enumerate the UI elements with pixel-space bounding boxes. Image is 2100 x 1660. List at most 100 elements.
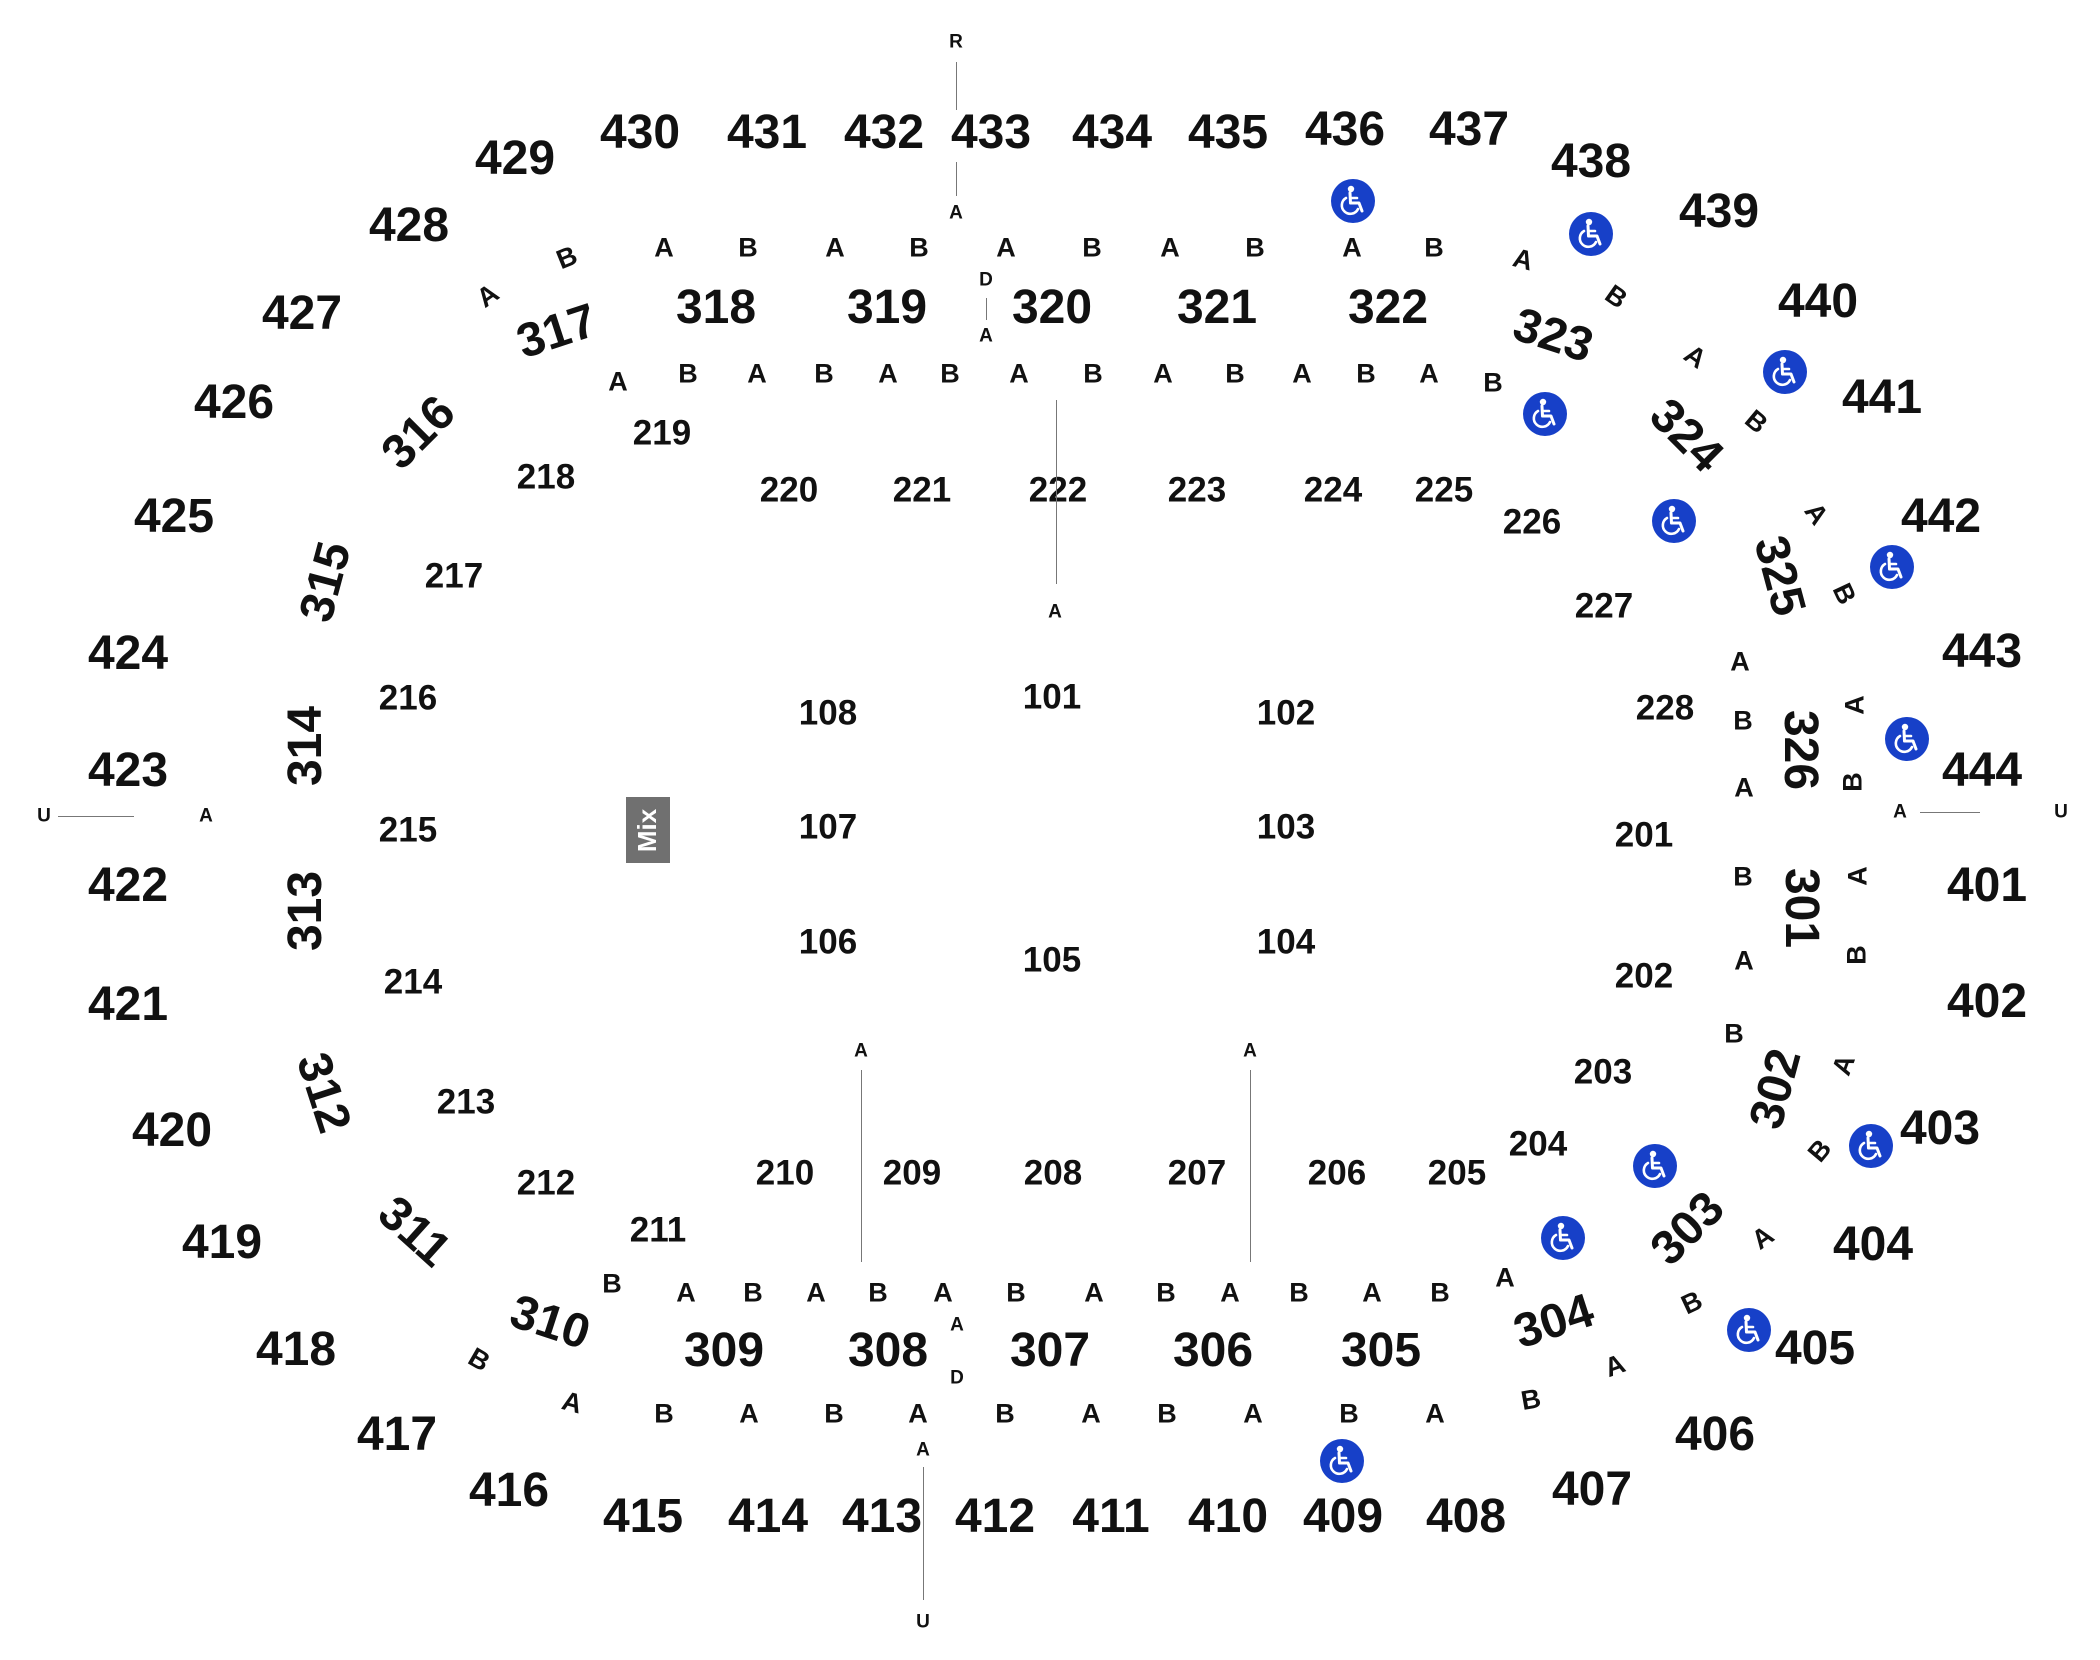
section-221[interactable]: 221 xyxy=(892,470,952,510)
section-414[interactable]: 414 xyxy=(727,1490,809,1543)
section-318[interactable]: 318 xyxy=(675,281,757,334)
section-314[interactable]: 314 xyxy=(279,705,332,787)
section-444[interactable]: 444 xyxy=(1941,744,2023,797)
section-210[interactable]: 210 xyxy=(755,1153,815,1193)
section-423[interactable]: 423 xyxy=(87,744,169,797)
section-102[interactable]: 102 xyxy=(1256,693,1316,733)
section-213[interactable]: 213 xyxy=(436,1082,496,1122)
section-417[interactable]: 417 xyxy=(356,1408,438,1461)
section-228[interactable]: 228 xyxy=(1635,688,1695,728)
section-306[interactable]: 306 xyxy=(1172,1324,1254,1377)
section-219[interactable]: 219 xyxy=(632,413,692,453)
section-325[interactable]: 325 xyxy=(1743,530,1816,622)
section-205[interactable]: 205 xyxy=(1427,1153,1487,1193)
section-324[interactable]: 324 xyxy=(1639,388,1734,483)
section-439[interactable]: 439 xyxy=(1678,185,1760,238)
section-316[interactable]: 316 xyxy=(371,385,466,480)
section-303[interactable]: 303 xyxy=(1640,1181,1735,1276)
section-404[interactable]: 404 xyxy=(1832,1218,1914,1271)
section-206[interactable]: 206 xyxy=(1307,1153,1367,1193)
section-437[interactable]: 437 xyxy=(1428,103,1510,156)
section-415[interactable]: 415 xyxy=(602,1490,684,1543)
section-406[interactable]: 406 xyxy=(1674,1408,1756,1461)
section-216[interactable]: 216 xyxy=(378,678,438,718)
section-419[interactable]: 419 xyxy=(181,1216,263,1269)
section-402[interactable]: 402 xyxy=(1946,975,2028,1028)
section-215[interactable]: 215 xyxy=(378,810,438,850)
section-425[interactable]: 425 xyxy=(133,490,215,543)
section-214[interactable]: 214 xyxy=(383,962,443,1002)
section-317[interactable]: 317 xyxy=(510,293,604,370)
section-226[interactable]: 226 xyxy=(1502,502,1562,542)
section-326[interactable]: 326 xyxy=(1774,709,1827,791)
section-211[interactable]: 211 xyxy=(629,1210,687,1250)
section-227[interactable]: 227 xyxy=(1574,586,1634,626)
section-310[interactable]: 310 xyxy=(503,1284,597,1361)
section-315[interactable]: 315 xyxy=(289,536,362,628)
section-312[interactable]: 312 xyxy=(285,1046,362,1140)
section-432[interactable]: 432 xyxy=(843,106,925,159)
section-319[interactable]: 319 xyxy=(846,281,928,334)
section-218[interactable]: 218 xyxy=(516,457,576,497)
section-435[interactable]: 435 xyxy=(1187,106,1269,159)
section-311[interactable]: 311 xyxy=(367,1186,461,1278)
section-323[interactable]: 323 xyxy=(1506,297,1600,374)
section-401[interactable]: 401 xyxy=(1946,859,2028,912)
section-225[interactable]: 225 xyxy=(1414,470,1474,510)
section-305[interactable]: 305 xyxy=(1340,1324,1422,1377)
section-430[interactable]: 430 xyxy=(599,106,681,159)
section-424[interactable]: 424 xyxy=(87,627,169,680)
section-442[interactable]: 442 xyxy=(1900,490,1982,543)
section-408[interactable]: 408 xyxy=(1425,1490,1507,1543)
section-410[interactable]: 410 xyxy=(1187,1490,1269,1543)
section-223[interactable]: 223 xyxy=(1167,470,1227,510)
section-308[interactable]: 308 xyxy=(847,1324,929,1377)
section-441[interactable]: 441 xyxy=(1841,371,1923,424)
section-208[interactable]: 208 xyxy=(1023,1153,1083,1193)
section-407[interactable]: 407 xyxy=(1551,1463,1633,1516)
section-320[interactable]: 320 xyxy=(1011,281,1093,334)
section-405[interactable]: 405 xyxy=(1774,1322,1856,1375)
section-302[interactable]: 302 xyxy=(1739,1043,1812,1135)
section-421[interactable]: 421 xyxy=(87,978,169,1031)
section-307[interactable]: 307 xyxy=(1009,1324,1091,1377)
section-426[interactable]: 426 xyxy=(193,376,275,429)
section-103[interactable]: 103 xyxy=(1256,807,1316,847)
section-212[interactable]: 212 xyxy=(516,1163,576,1203)
section-101[interactable]: 101 xyxy=(1022,677,1082,717)
section-428[interactable]: 428 xyxy=(368,199,450,252)
section-313[interactable]: 313 xyxy=(279,870,332,952)
section-105[interactable]: 105 xyxy=(1022,940,1082,980)
section-108[interactable]: 108 xyxy=(798,693,858,733)
section-104[interactable]: 104 xyxy=(1256,922,1316,962)
section-409[interactable]: 409 xyxy=(1302,1490,1384,1543)
section-427[interactable]: 427 xyxy=(261,287,343,340)
section-413[interactable]: 413 xyxy=(841,1490,923,1543)
section-217[interactable]: 217 xyxy=(424,556,484,596)
section-301[interactable]: 301 xyxy=(1775,867,1828,949)
section-431[interactable]: 431 xyxy=(726,106,808,159)
section-321[interactable]: 321 xyxy=(1176,281,1258,334)
section-220[interactable]: 220 xyxy=(759,470,819,510)
section-412[interactable]: 412 xyxy=(954,1490,1036,1543)
section-443[interactable]: 443 xyxy=(1941,625,2023,678)
section-222[interactable]: 222 xyxy=(1028,470,1088,510)
section-209[interactable]: 209 xyxy=(882,1153,942,1193)
section-403[interactable]: 403 xyxy=(1899,1102,1981,1155)
section-436[interactable]: 436 xyxy=(1304,103,1386,156)
section-202[interactable]: 202 xyxy=(1614,956,1674,996)
section-440[interactable]: 440 xyxy=(1777,275,1859,328)
section-418[interactable]: 418 xyxy=(255,1323,337,1376)
section-416[interactable]: 416 xyxy=(468,1464,550,1517)
section-429[interactable]: 429 xyxy=(474,132,556,185)
section-411[interactable]: 411 xyxy=(1072,1490,1150,1543)
section-438[interactable]: 438 xyxy=(1550,135,1632,188)
section-322[interactable]: 322 xyxy=(1347,281,1429,334)
section-203[interactable]: 203 xyxy=(1573,1052,1633,1092)
section-422[interactable]: 422 xyxy=(87,859,169,912)
section-204[interactable]: 204 xyxy=(1508,1124,1568,1164)
section-201[interactable]: 201 xyxy=(1614,815,1674,855)
section-304[interactable]: 304 xyxy=(1507,1283,1601,1360)
section-107[interactable]: 107 xyxy=(798,807,858,847)
section-207[interactable]: 207 xyxy=(1167,1153,1227,1193)
